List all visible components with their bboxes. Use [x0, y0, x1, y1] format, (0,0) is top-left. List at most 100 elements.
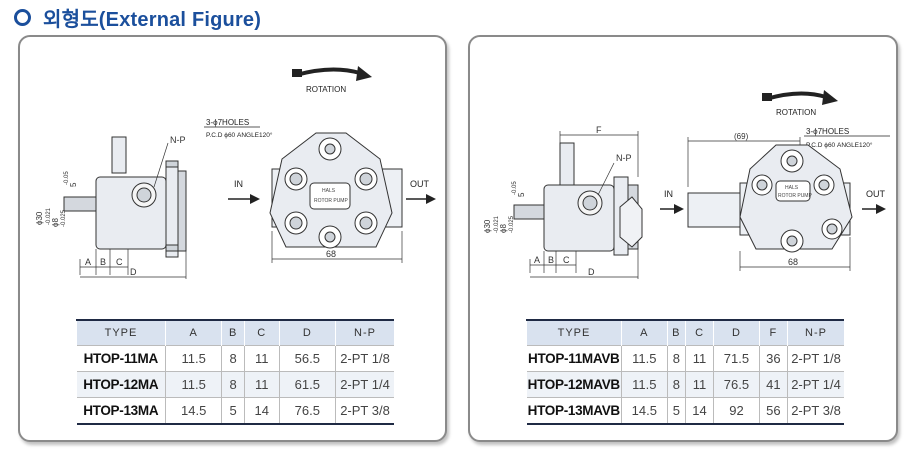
table-row: HTOP-11MAVB 11.5 8 11 71.5 36 2-PT 1/8 [526, 345, 844, 372]
table-row: HTOP-12MAVB 11.5 8 11 76.5 41 2-PT 1/4 [526, 371, 844, 398]
table-cell: 11 [243, 345, 280, 372]
left-dim-d: D [130, 267, 137, 277]
left-end-plate [177, 170, 187, 252]
right-col-a: A [621, 319, 668, 346]
right-col-type: TYPE [526, 319, 622, 346]
left-col-a: A [164, 319, 222, 346]
table-row: HTOP-13MA 14.5 5 14 76.5 2-PT 3/8 [76, 397, 394, 425]
table-cell-type: HTOP-11MA [76, 345, 166, 372]
left-in-arrow-icon [228, 194, 260, 204]
right-holes-label: 3-ϕ7HOLES [806, 127, 849, 136]
right-figure-panel: F A B C D N-P ϕ30 -0.021 ϕ8 -0.025 5 -0.… [468, 35, 898, 442]
right-col-np: N-P [787, 319, 844, 346]
right-in-label: IN [664, 189, 673, 199]
table-cell: 56 [758, 397, 788, 425]
right-side-view [513, 142, 643, 256]
table-cell: 11.5 [164, 345, 222, 372]
right-key-tol: -0.05 [512, 181, 518, 195]
table-cell: 76.5 [713, 371, 760, 398]
table-cell: 11.5 [621, 371, 668, 398]
right-out-arrow-icon [862, 204, 886, 214]
right-dim-68: 68 [788, 257, 798, 267]
table-cell: 5 [221, 397, 245, 425]
left-shaft-dia-tol: -0.021 [46, 207, 52, 225]
table-cell: 14.5 [164, 397, 222, 425]
table-cell: 71.5 [713, 345, 760, 372]
table-cell-type: HTOP-11MAVB [526, 345, 622, 372]
left-table-header-row: TYPE A B C D N-P [76, 319, 394, 346]
table-cell-type: HTOP-12MAVB [526, 371, 622, 398]
left-out-label: OUT [410, 179, 430, 189]
right-col-f: F [758, 319, 788, 346]
right-pump-body [543, 184, 615, 252]
left-technical-drawing: A B C D N-P ϕ30 -0.021 ϕ8 -0.025 5 -0.05… [35, 66, 436, 279]
right-col-b: B [666, 319, 686, 346]
table-cell: 14 [243, 397, 280, 425]
right-mount-flange [559, 142, 575, 186]
right-key-width: 5 [517, 192, 526, 197]
right-pcd-label: P.C.D ϕ60 ANGLE120° [806, 141, 873, 149]
left-key-tol: -0.05 [64, 171, 70, 185]
right-spec-table: TYPE A B C D F N-P HTOP-11MAVB 11.5 8 11… [526, 319, 844, 425]
right-rotation-arrow-icon [762, 90, 838, 105]
section-heading: 외형도(External Figure) [14, 4, 261, 31]
left-dim-68: 68 [326, 249, 336, 259]
left-np-label: N-P [170, 135, 186, 145]
right-shaft-small-dia: ϕ8 [499, 224, 508, 233]
right-shaft-dia: ϕ30 [483, 219, 492, 233]
right-relief-valve [619, 196, 643, 248]
left-dim-c: C [116, 257, 123, 267]
right-shaft-dia-tol: -0.021 [494, 215, 500, 233]
table-cell: 8 [666, 345, 686, 372]
left-rotation-label: ROTATION [306, 85, 346, 94]
table-row: HTOP-11MA 11.5 8 11 56.5 2-PT 1/8 [76, 345, 394, 372]
left-port-hole [136, 187, 152, 203]
left-end-cover [165, 164, 179, 258]
left-spec-table: TYPE A B C D N-P HTOP-11MA 11.5 8 11 56.… [76, 319, 394, 425]
right-name-plate [775, 180, 811, 202]
right-port-hole [582, 195, 598, 211]
left-col-type: TYPE [76, 319, 166, 346]
left-dim-b: B [100, 257, 106, 267]
table-cell: 2-PT 3/8 [787, 397, 844, 425]
right-dim-f: F [596, 125, 602, 135]
left-in-label: IN [234, 179, 243, 189]
right-table-header-row: TYPE A B C D F N-P [526, 319, 844, 346]
table-cell: 5 [666, 397, 686, 425]
right-shaft-small-tol: -0.025 [509, 215, 515, 233]
table-cell: 11 [684, 371, 714, 398]
right-np-label: N-P [616, 153, 632, 163]
table-cell: 11.5 [621, 345, 668, 372]
left-col-b: B [221, 319, 245, 346]
table-cell: 2-PT 1/4 [335, 371, 394, 398]
table-cell: 14.5 [621, 397, 668, 425]
right-valve-housing [687, 192, 747, 228]
left-key-width: 5 [69, 182, 78, 187]
right-plate-brand: HALS [785, 185, 799, 191]
right-dim-d: D [588, 267, 595, 277]
table-cell: 2-PT 1/8 [335, 345, 394, 372]
table-cell: 2-PT 3/8 [335, 397, 394, 425]
table-cell: 92 [713, 397, 760, 425]
left-pump-body [95, 176, 167, 250]
right-dim-69: (69) [734, 132, 749, 141]
left-mount-flange [111, 136, 127, 174]
left-shaft-dia: ϕ30 [35, 211, 44, 225]
table-cell: 41 [758, 371, 788, 398]
table-cell: 8 [221, 345, 245, 372]
table-row: HTOP-13MAVB 14.5 5 14 92 56 2-PT 3/8 [526, 397, 844, 425]
right-technical-drawing: F A B C D N-P ϕ30 -0.021 ϕ8 -0.025 5 -0.… [483, 90, 890, 279]
left-col-d: D [278, 319, 336, 346]
right-col-d: D [713, 319, 760, 346]
left-shaft [63, 196, 97, 212]
left-holes-label: 3-ϕ7HOLES [206, 118, 249, 127]
left-plate-brand: HALS [322, 188, 336, 194]
left-shaft-small-tol: -0.025 [61, 209, 67, 227]
table-cell: 8 [666, 371, 686, 398]
right-dim-c: C [563, 255, 570, 265]
table-cell-type: HTOP-13MAVB [526, 397, 622, 425]
table-cell: 76.5 [278, 397, 336, 425]
table-cell: 56.5 [278, 345, 336, 372]
left-pcd-label: P.C.D ϕ60 ANGLE120° [206, 131, 273, 139]
table-cell-type: HTOP-13MA [76, 397, 166, 425]
